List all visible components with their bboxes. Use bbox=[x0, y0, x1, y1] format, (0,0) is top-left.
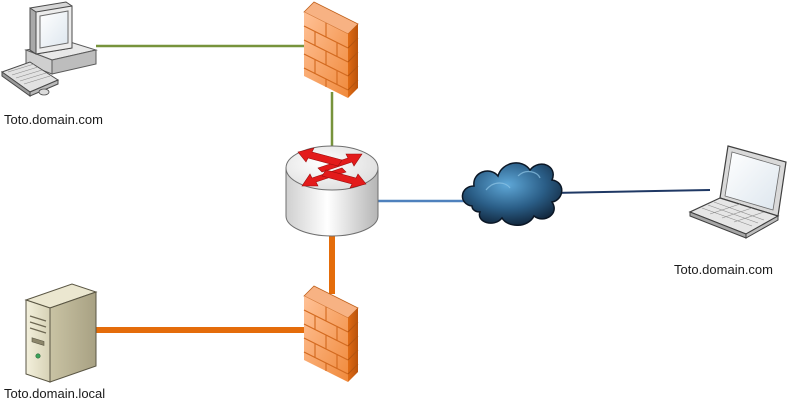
desktop-hostname-label: Toto.domain.com bbox=[4, 112, 103, 127]
laptop-hostname-label: Toto.domain.com bbox=[674, 262, 773, 277]
router-icon[interactable] bbox=[285, 145, 379, 237]
firewall-top-icon[interactable] bbox=[303, 1, 359, 98]
internet-cloud-icon[interactable] bbox=[461, 162, 563, 226]
link-cloud-laptop bbox=[551, 189, 711, 194]
desktop-computer-icon[interactable] bbox=[0, 1, 98, 97]
firewall-bottom-icon[interactable] bbox=[303, 285, 359, 382]
laptop-icon[interactable] bbox=[688, 145, 787, 239]
server-hostname-label: Toto.domain.local bbox=[4, 386, 106, 401]
tower-server-icon[interactable] bbox=[24, 283, 98, 383]
